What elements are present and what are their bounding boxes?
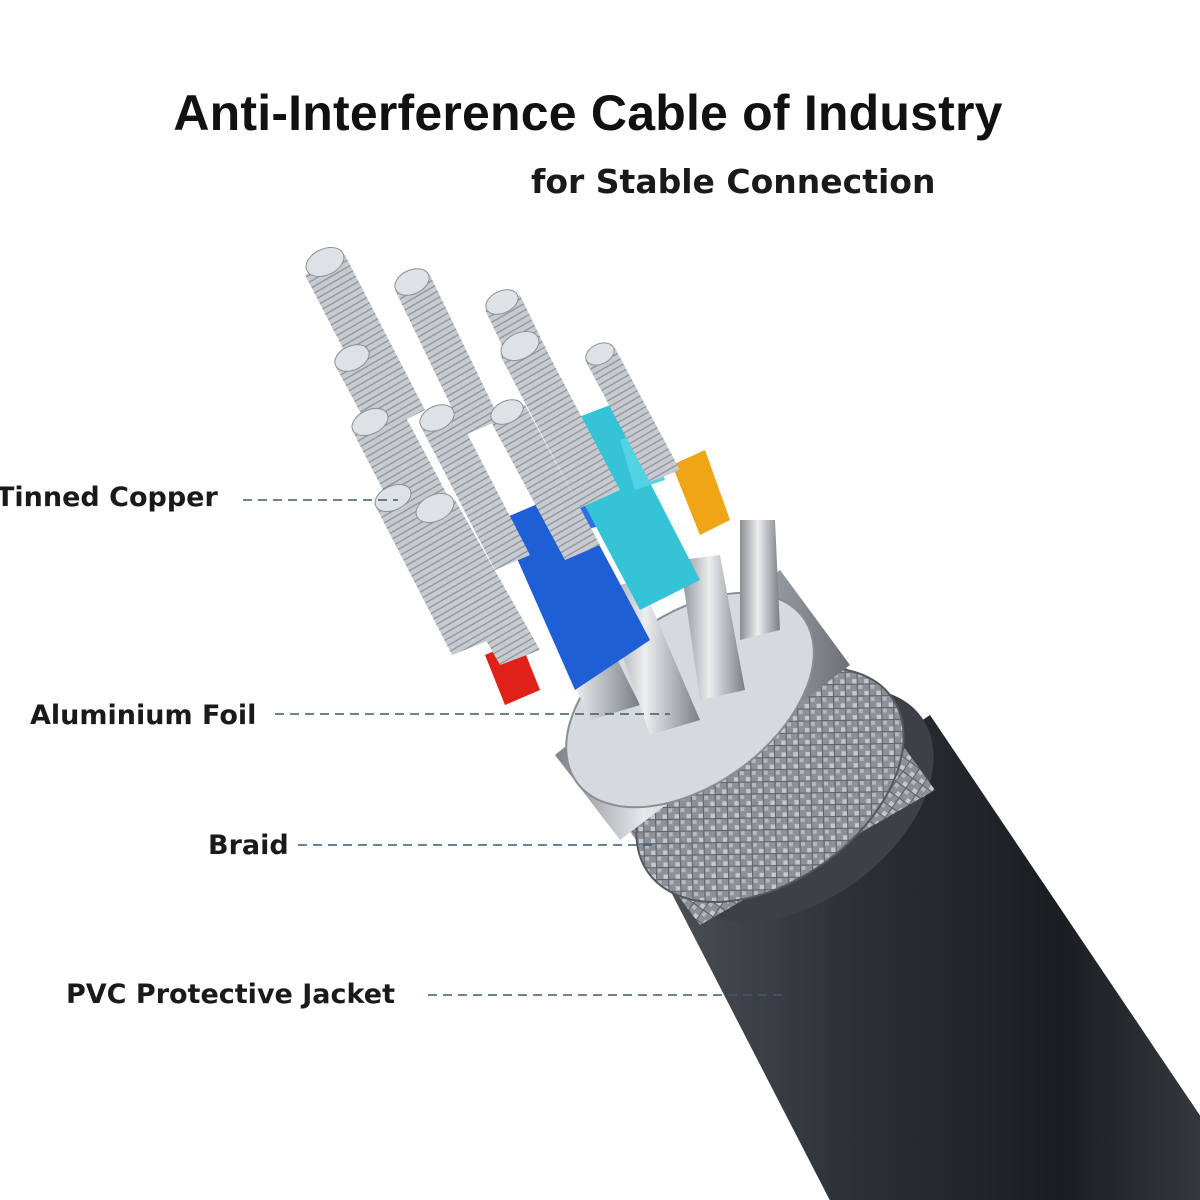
callout-label-tinned-copper: Tinned Copper bbox=[0, 482, 218, 513]
page-subtitle: for Stable Connection bbox=[531, 162, 936, 201]
conductor-bundle bbox=[305, 246, 780, 735]
leader-lines bbox=[243, 499, 782, 996]
callout-label-braid: Braid bbox=[208, 830, 289, 861]
tinned-copper-strands bbox=[305, 246, 680, 665]
callout-label-pvc-jacket: PVC Protective Jacket bbox=[66, 979, 395, 1010]
callout-label-aluminium-foil: Aluminium Foil bbox=[30, 700, 257, 731]
page-title: Anti-Interference Cable of Industry bbox=[173, 85, 1003, 141]
